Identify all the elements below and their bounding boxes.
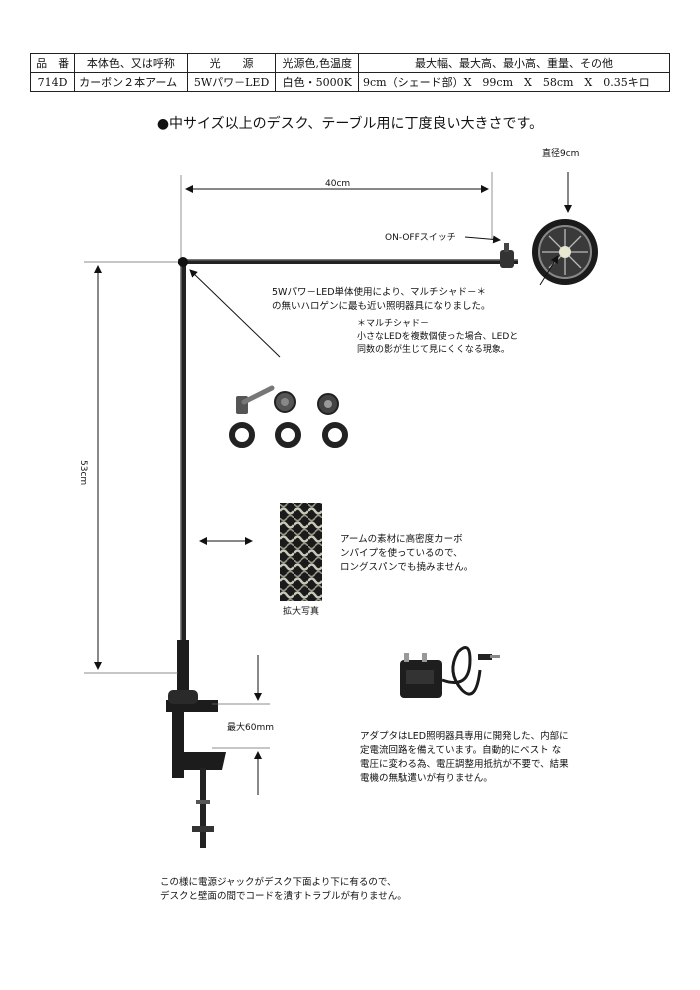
carbon-note: アームの素材に高密度カーボ ンパイプを使っているので、 ロングスパンでも撓みませ… <box>340 533 473 575</box>
vertical-pole <box>180 262 186 692</box>
clamp-dimension <box>212 655 270 795</box>
pole-height-dimension <box>84 261 178 674</box>
jack-note: この様に電源ジャックがデスク下面より下に有るので、 デスクと壁面の間でコードを潰… <box>160 876 407 904</box>
jack-note-line: デスクと壁面の間でコードを潰すトラブルが有りません。 <box>160 891 407 902</box>
arm-joint <box>178 257 188 267</box>
horizontal-arm <box>178 259 518 264</box>
cell-product-no: 714D <box>29 72 76 92</box>
adapter-note-line: 電機の無駄遣いが有りません。 <box>360 773 493 784</box>
shade-diameter-label: 直径9cm <box>542 149 580 159</box>
multishadow-note-line: 同数の影が生じて見にくくなる現象。 <box>357 345 510 355</box>
arm-length-label: 40cm <box>325 179 351 189</box>
headline: ●中サイズ以上のデスク、テーブル用に丁度良い大きさです。 <box>156 116 544 132</box>
led-note-line: 5Wパワ－LED単体使用により、マルチシャド－＊ <box>272 287 486 298</box>
carbon-note-line: ロングスパンでも撓みません。 <box>340 562 474 573</box>
adapter-note-line: 定電流回路を備えています。自動的にベスト な <box>360 745 562 756</box>
cell-color: カーボン２本アーム <box>74 72 188 92</box>
header-dimensions: 最大幅、最大高、最小高、重量、その他 <box>358 53 670 73</box>
joint-pointer-arrow <box>189 269 281 358</box>
zoom-caption: 拡大写真 <box>283 607 320 617</box>
spec-table: 品 番 本体色、又は呼称 光 源 光源色,色温度 最大幅、最大高、最小高、重量、… <box>29 53 670 92</box>
adapter-icon <box>400 646 500 698</box>
pole-height-label: 53cm <box>78 460 88 486</box>
spec-data-row: 714D カーボン２本アーム 5Wパワ－LED 白色・5000K 9cm（シェー… <box>29 72 670 92</box>
spec-header-row: 品 番 本体色、又は呼称 光 源 光源色,色温度 最大幅、最大高、最小高、重量、… <box>29 53 670 73</box>
led-note: 5Wパワ－LED単体使用により、マルチシャド－＊ の無いハロゲンに最も近い照明器… <box>272 286 491 314</box>
cell-dimensions: 9cm（シェード部）X 99cm X 58cm X 0.35キロ <box>358 72 670 92</box>
bolt-icon <box>236 385 275 414</box>
multishadow-note-line: 小さなLEDを複数個使った場合、LEDと <box>357 332 519 342</box>
washer-icon <box>275 422 301 448</box>
multishadow-note-line: ＊マルチシャド－ <box>357 319 430 329</box>
switch-icon <box>500 250 514 268</box>
carbon-note-line: アームの素材に高密度カーボ <box>340 534 463 545</box>
washer-icon <box>229 422 255 448</box>
multishadow-note: ＊マルチシャド－ 小さなLEDを複数個使った場合、LEDと 同数の影が生じて見に… <box>357 318 518 357</box>
desk-clamp <box>166 690 226 848</box>
carbon-zoom-photo <box>280 503 322 601</box>
adapter-note-line: アダプタはLED照明器具専用に開発した、内部に <box>360 731 569 742</box>
cell-light-source: 5Wパワ－LED <box>186 72 277 92</box>
led-note-line: の無いハロゲンに最も近い照明器具になりました。 <box>272 301 491 312</box>
adapter-note-line: 電圧に変わる為、電圧調整用抵抗が不要で、結果 <box>360 759 569 770</box>
clamp-max-label: 最大60mm <box>227 723 274 733</box>
adapter-note: アダプタはLED照明器具専用に開発した、内部に 定電流回路を備えています。自動的… <box>360 730 569 786</box>
carbon-note-line: ンパイプを使っているので、 <box>340 548 463 559</box>
lamp-head-icon <box>532 219 598 285</box>
switch-label: ON-OFFスイッチ <box>385 233 456 243</box>
washer-icon <box>322 422 348 448</box>
arm-length-dimension <box>180 172 493 262</box>
hardware-parts <box>229 385 348 448</box>
jack-note-line: この様に電源ジャックがデスク下面より下に有るので、 <box>160 877 397 888</box>
switch-arrow <box>464 235 501 244</box>
